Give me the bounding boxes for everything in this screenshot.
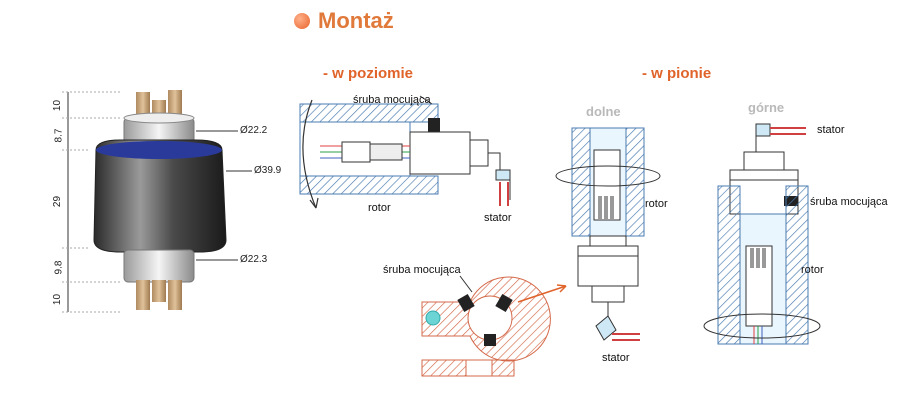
horizontal-heading: - w poziomie	[323, 65, 413, 82]
upper-screw-label: śruba mocująca	[810, 196, 888, 208]
bracket-screw-label: śruba mocująca	[383, 264, 461, 276]
page-title: Montaż	[318, 8, 394, 33]
top-terminal-right	[168, 90, 182, 120]
horizontal-screw	[428, 118, 440, 132]
upper-rotor-label: rotor	[801, 264, 824, 276]
horizontal-mount-diagram	[299, 95, 511, 209]
horizontal-rotor-label: rotor	[368, 202, 391, 214]
vertical-upper-mount-diagram	[703, 123, 821, 345]
dim-body: 29	[52, 195, 64, 208]
lower-label: dolne	[586, 104, 621, 119]
dim-lower-collar: 9.8	[53, 260, 65, 275]
horizontal-stator-label: stator	[484, 212, 512, 224]
dim-bottom: 10	[52, 293, 64, 306]
diameter-body: Ø39.9	[254, 165, 282, 176]
diameter-top: Ø22.2	[240, 125, 268, 136]
slip-ring-product-image	[62, 90, 252, 313]
vertical-lower-mount-diagram	[555, 127, 661, 341]
upper-label: górne	[748, 100, 785, 115]
lower-rotor-label: rotor	[645, 198, 668, 210]
diameter-bottom: Ø22.3	[240, 254, 268, 265]
orange-bullet-icon	[294, 13, 310, 29]
bottom-collar	[123, 249, 195, 283]
upper-stator-label: stator	[817, 124, 845, 136]
horizontal-screw-label: śruba mocująca	[353, 94, 431, 106]
dim-top: 10	[52, 99, 64, 112]
lower-stator-label: stator	[602, 352, 630, 364]
section-heading: Montaż	[294, 8, 394, 34]
dim-upper-collar: 8.7	[53, 128, 65, 143]
rotor-body	[93, 139, 227, 253]
vertical-heading: - w pionie	[642, 65, 712, 82]
mounting-bracket-diagram	[421, 275, 567, 377]
